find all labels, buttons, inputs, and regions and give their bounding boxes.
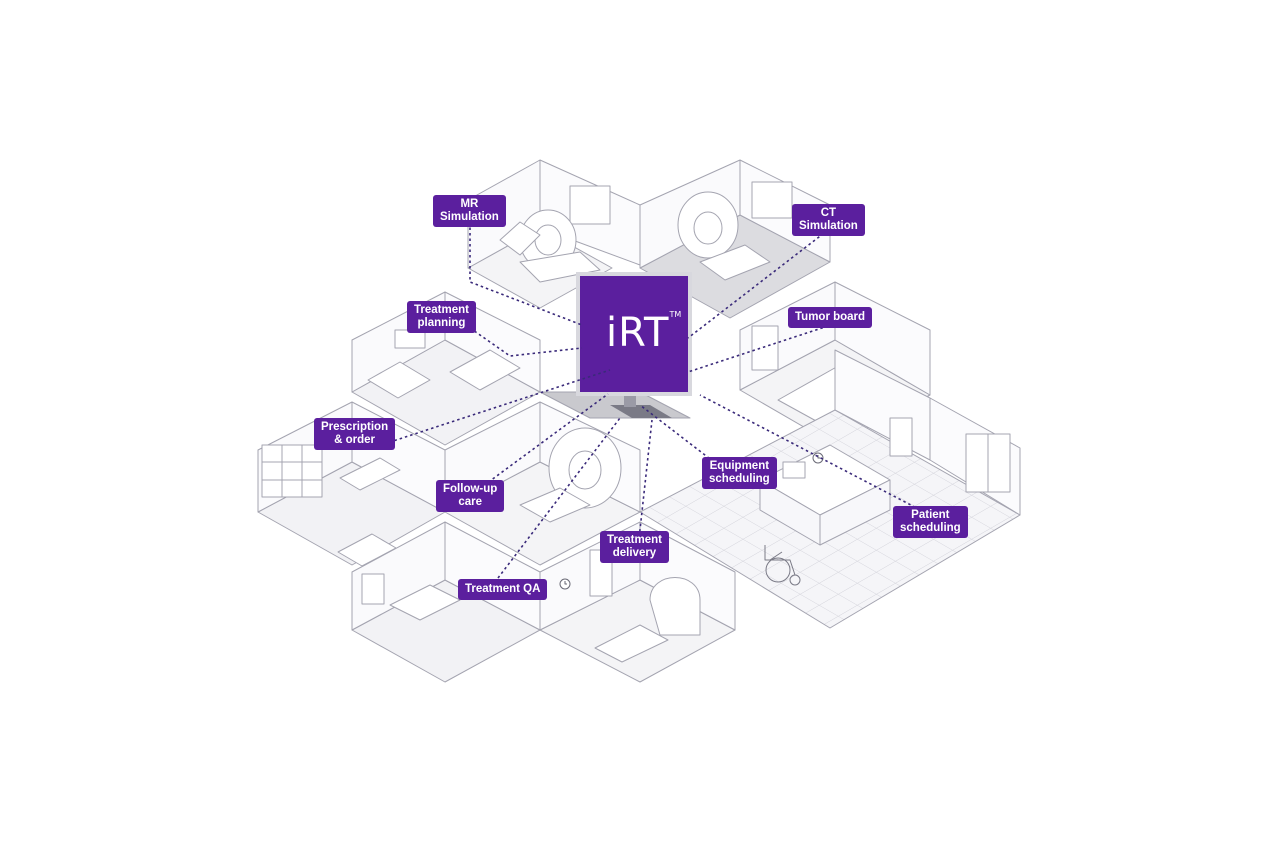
irt-monitor-logo: iRTTM [606,310,681,356]
wheelchair-icon [764,545,801,586]
label-mr-simulation[interactable]: MR Simulation [433,195,506,227]
label-treatment-qa[interactable]: Treatment QA [458,579,548,600]
irt-trademark: TM [669,310,682,319]
clock-icon [559,452,824,590]
room-treatment-qa [351,521,541,683]
room-mr-simulation [467,159,641,309]
label-follow-up-care[interactable]: Follow-up care [436,480,505,512]
label-patient-scheduling[interactable]: Patient scheduling [893,506,968,538]
label-treatment-planning[interactable]: Treatment planning [407,301,476,333]
label-tumor-board[interactable]: Tumor board [788,307,873,328]
label-ct-simulation[interactable]: CT Simulation [792,204,865,236]
label-treatment-delivery[interactable]: Treatment delivery [600,531,669,563]
connector-lines [383,222,931,579]
label-prescription-order[interactable]: Prescription & order [314,418,396,450]
label-equipment-scheduling[interactable]: Equipment scheduling [702,457,777,489]
irt-brand-text: iRT [606,310,670,356]
